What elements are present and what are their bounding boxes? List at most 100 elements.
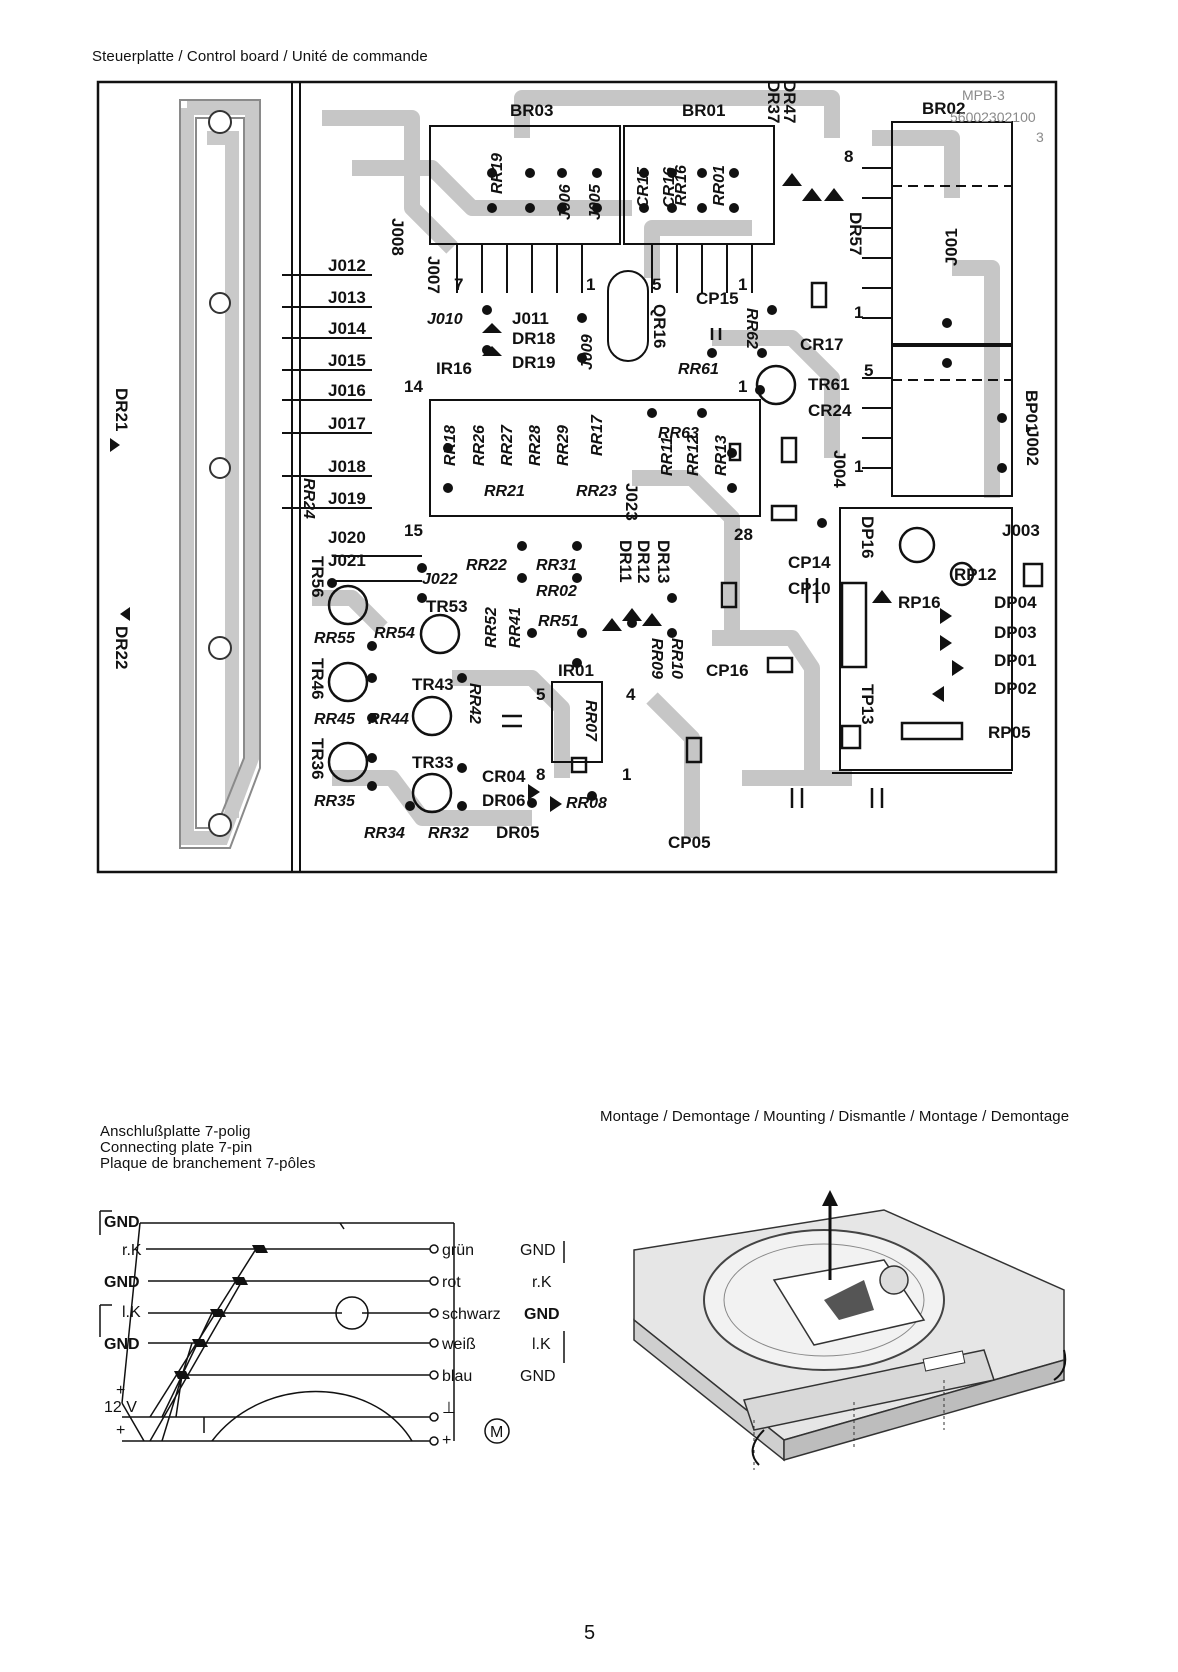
label-ir01: IR01 bbox=[558, 661, 594, 680]
label-cr16: CR16 bbox=[661, 167, 678, 208]
connecting-plate-wiring-diagram: GND r.K GND l.K GND 12 V + + grün rot sc… bbox=[99, 1210, 565, 1449]
label-rr31: RR31 bbox=[536, 557, 577, 574]
wire-right-rk: r.K bbox=[532, 1274, 552, 1291]
label-j022: J022 bbox=[422, 571, 458, 588]
label-j015: J015 bbox=[328, 351, 366, 370]
label-rr54: RR54 bbox=[374, 625, 415, 642]
wire-color-red: rot bbox=[442, 1274, 461, 1291]
label-dp16: DP16 bbox=[858, 516, 877, 559]
label-dr19: DR19 bbox=[512, 353, 555, 372]
connecting-plate-heading-en: Connecting plate 7-pin bbox=[100, 1139, 253, 1156]
pin-number: 15 bbox=[404, 521, 423, 540]
label-dr47: DR47 bbox=[780, 80, 799, 123]
pin-number: 4 bbox=[626, 685, 636, 704]
label-rr63: RR63 bbox=[658, 425, 699, 442]
label-j005: J005 bbox=[587, 183, 604, 220]
label-j001: J001 bbox=[942, 228, 961, 266]
label-j012: J012 bbox=[328, 256, 366, 275]
pin-number: 5 bbox=[864, 361, 873, 380]
page-number: 5 bbox=[584, 1622, 596, 1644]
connecting-plate-heading-de: Anschlußplatte 7-polig bbox=[100, 1123, 251, 1140]
label-j023: J023 bbox=[622, 483, 641, 521]
label-rr02: RR02 bbox=[536, 583, 577, 600]
label-rr23: RR23 bbox=[576, 483, 617, 500]
label-rr07: RR07 bbox=[582, 700, 599, 742]
wire-left-gnd-2: GND bbox=[104, 1274, 140, 1291]
label-rr11: RR11 bbox=[659, 436, 676, 476]
label-j006: J006 bbox=[557, 184, 574, 220]
label-tp13: TP13 bbox=[858, 684, 877, 725]
label-rr61: RR61 bbox=[678, 361, 719, 378]
label-dr13: DR13 bbox=[654, 540, 673, 583]
label-rr13: RR13 bbox=[713, 435, 730, 476]
corner-mark-index: 3 bbox=[1036, 129, 1044, 145]
label-tr61: TR61 bbox=[808, 375, 850, 394]
pin-number: 5 bbox=[536, 685, 545, 704]
pin-number: 1 bbox=[738, 377, 747, 396]
label-rr22: RR22 bbox=[466, 557, 507, 574]
label-rr44: RR44 bbox=[368, 711, 409, 728]
pin-number: 7 bbox=[454, 275, 463, 294]
wire-left-plus-top: + bbox=[116, 1382, 125, 1399]
pin-number: 1 bbox=[854, 457, 863, 476]
mounting-illustration bbox=[633, 1190, 1067, 1470]
label-j016: J016 bbox=[328, 381, 366, 400]
label-rr08: RR08 bbox=[566, 795, 607, 812]
label-rr28: RR28 bbox=[527, 425, 544, 466]
label-j008: J008 bbox=[388, 218, 407, 256]
label-dr11: DR11 bbox=[616, 540, 635, 583]
label-dp04: DP04 bbox=[994, 593, 1037, 612]
wire-right-gnd-3: GND bbox=[520, 1368, 556, 1385]
label-j009: J009 bbox=[579, 334, 596, 370]
label-j011: J011 bbox=[512, 309, 549, 328]
connecting-plate-heading-fr: Plaque de branchement 7-pôles bbox=[100, 1155, 316, 1172]
wire-left-lk: l.K bbox=[122, 1304, 141, 1321]
label-rr34: RR34 bbox=[364, 825, 405, 842]
label-cp10: CP10 bbox=[788, 579, 831, 598]
label-cp15: CP15 bbox=[696, 289, 739, 308]
label-rr12: RR12 bbox=[685, 435, 702, 476]
label-cp14: CP14 bbox=[788, 553, 831, 572]
label-rr16: RR16 bbox=[673, 165, 690, 206]
label-br01: BR01 bbox=[682, 101, 725, 120]
pin-number: 5 bbox=[652, 275, 661, 294]
pin-number: 28 bbox=[734, 525, 753, 544]
label-dp01: DP01 bbox=[994, 651, 1037, 670]
label-cr17: CR17 bbox=[800, 335, 843, 354]
label-rr01: RR01 bbox=[711, 165, 728, 206]
label-tr53: TR53 bbox=[426, 597, 468, 616]
label-rp12: RP12 bbox=[954, 565, 997, 584]
label-rr32: RR32 bbox=[428, 825, 469, 842]
label-tr33: TR33 bbox=[412, 753, 454, 772]
label-rr18: RR18 bbox=[442, 425, 459, 466]
corner-mark-partno: 56002302100 bbox=[950, 109, 1036, 125]
label-rp05: RP05 bbox=[988, 723, 1031, 742]
mounting-heading: Montage / Demontage / Mounting / Dismant… bbox=[600, 1108, 1070, 1125]
pin-number: 14 bbox=[404, 377, 423, 396]
label-rr51: RR51 bbox=[538, 613, 579, 630]
label-cr04: CR04 bbox=[482, 767, 526, 786]
label-cp05: CP05 bbox=[668, 833, 711, 852]
corner-mark-model: MPB-3 bbox=[962, 87, 1005, 103]
label-rr52: RR52 bbox=[483, 607, 500, 648]
label-j018: J018 bbox=[328, 457, 366, 476]
label-rr27: RR27 bbox=[499, 424, 516, 466]
label-rr29: RR29 bbox=[555, 425, 572, 466]
wire-color-green: grün bbox=[442, 1242, 474, 1259]
label-tr46: TR46 bbox=[308, 658, 327, 700]
label-j004: J004 bbox=[830, 450, 849, 488]
label-dr22: DR22 bbox=[112, 626, 131, 669]
wire-color-black: schwarz bbox=[442, 1306, 501, 1323]
label-br03: BR03 bbox=[510, 101, 553, 120]
connecting-plate-heading: Anschlußplatte 7-polig Connecting plate … bbox=[100, 1124, 316, 1172]
label-tr43: TR43 bbox=[412, 675, 454, 694]
wire-symbol-plus: + bbox=[442, 1432, 451, 1449]
label-rr45: RR45 bbox=[314, 711, 356, 728]
control-board-pcb-drawing: BR03 BR01 BR02 J012 J013 J014 J015 J016 … bbox=[96, 80, 1058, 874]
pin-number: 1 bbox=[738, 275, 747, 294]
label-j013: J013 bbox=[328, 288, 366, 307]
pin-number: 1 bbox=[622, 765, 631, 784]
label-dr37: DR37 bbox=[764, 80, 783, 123]
label-dp03: DP03 bbox=[994, 623, 1037, 642]
label-br02: BR02 bbox=[922, 99, 965, 118]
